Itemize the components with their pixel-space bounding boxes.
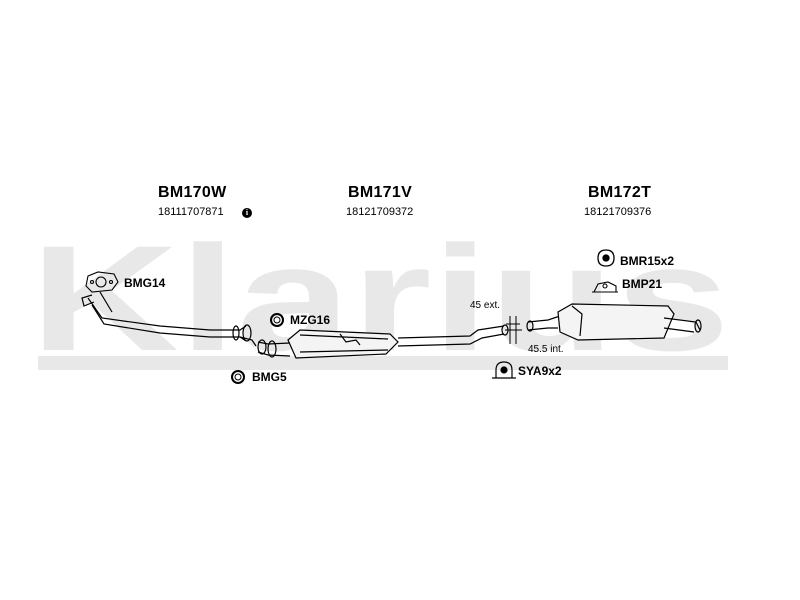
accessory-label-mzg16: MZG16: [290, 313, 331, 327]
bmg14-gasket-icon: [85, 271, 119, 293]
bmr15-rubber-mount-icon: [597, 249, 615, 267]
dimension-int-label: 45.5 int.: [528, 344, 564, 355]
accessory-label-bmg5: BMG5: [252, 370, 287, 384]
accessory-label-bmp21: BMP21: [622, 277, 663, 291]
part-code-2: BM171V: [348, 184, 413, 201]
center-section: [257, 324, 509, 359]
rear-silencer: [526, 303, 702, 341]
bmg5-ring-icon: [231, 370, 245, 384]
part-code-1: BM170W: [158, 184, 227, 201]
info-icon[interactable]: i: [242, 208, 252, 218]
part-number-3: 18121709376: [584, 206, 652, 218]
part-code-3: BM172T: [588, 184, 652, 201]
front-pipe: [81, 291, 257, 347]
watermark-logo: Klarius: [30, 214, 730, 382]
bmp21-bracket-icon: [592, 281, 618, 293]
mzg16-ring-icon: [270, 313, 284, 327]
dimension-ext-label: 45 ext.: [470, 300, 501, 311]
accessory-label-bmr15: BMR15x2: [620, 254, 675, 268]
part-number-1: 18111707871: [158, 206, 224, 218]
part-number-2: 18121709372: [346, 206, 414, 218]
sya9-clamp-icon: [492, 361, 516, 379]
joint-clamp-marks: [505, 316, 522, 344]
accessory-label-bmg14: BMG14: [124, 276, 166, 290]
accessory-label-sya9: SYA9x2: [518, 364, 562, 378]
